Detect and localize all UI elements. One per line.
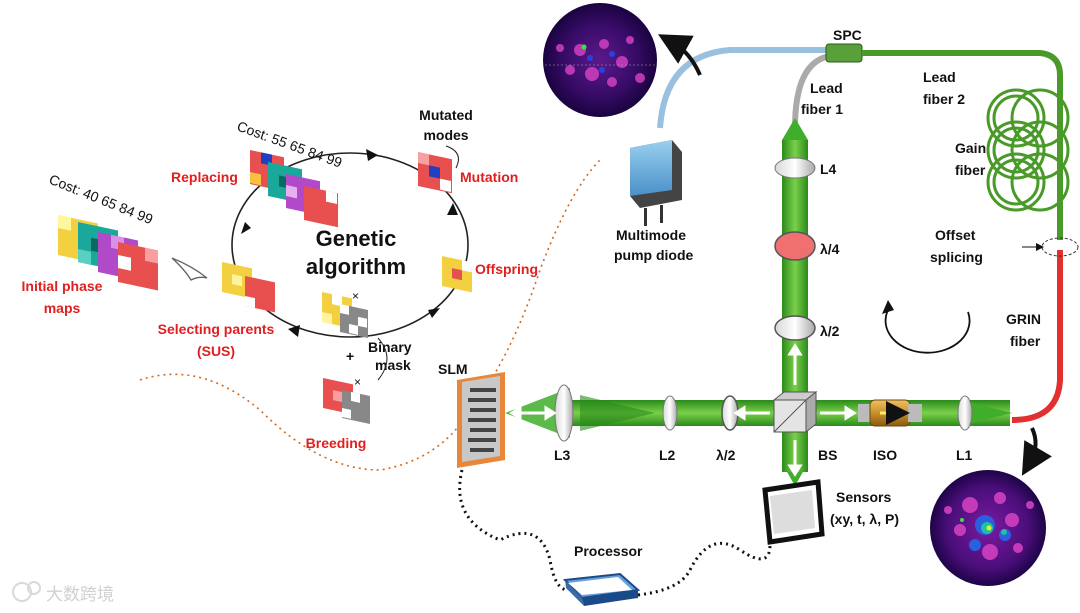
initial-phase-maps-mosaic — [58, 215, 158, 291]
cycle-arrow-right — [447, 203, 458, 215]
output-beam-profile-bottom — [930, 470, 1046, 586]
binary-mask-line2: mask — [375, 357, 411, 373]
half-wave-plate-vertical — [774, 315, 816, 341]
gain-fiber-coils — [986, 88, 1070, 212]
initial-to-selection-arrow — [171, 257, 208, 281]
slm-processor-cable — [458, 469, 569, 592]
slm-label: SLM — [438, 361, 468, 377]
offset-splicing-line2: splicing — [930, 249, 983, 265]
initial-phase-label-line2: maps — [44, 300, 81, 316]
spc-combiner — [825, 43, 863, 63]
beam-from-grin — [960, 400, 1012, 426]
lead-fiber-2-line2: fiber 2 — [923, 91, 965, 107]
ga-cycle-loop — [231, 152, 469, 338]
genetic-algorithm-panel: Genetic algorithm Cost: 40 65 84 99 Init… — [22, 107, 538, 451]
multimode-pump-diode — [630, 140, 682, 226]
offset-splicing-line1: Offset — [935, 227, 976, 243]
binary-mask-mosaic — [322, 292, 368, 338]
optical-setup-panel — [457, 3, 1079, 606]
beam-tip-down — [786, 470, 804, 486]
watermark-text: 大数跨境 — [46, 585, 114, 604]
beam-direction-arrows — [509, 343, 857, 477]
lens-l4 — [774, 157, 816, 179]
iso-label: ISO — [873, 447, 897, 463]
offspring-label: Offspring — [475, 261, 538, 277]
lens-l3 — [554, 384, 574, 442]
beam-tip-up — [782, 118, 808, 140]
half-wave-vertical-label: λ/2 — [820, 323, 840, 339]
breeding-mosaic — [323, 378, 370, 424]
mutated-modes-line1: Mutated — [419, 107, 473, 123]
selecting-parents-mosaic — [222, 262, 275, 313]
output-beam-profile-top — [543, 3, 657, 117]
ga-cycle-arrows — [241, 149, 458, 337]
offset-splice-marker — [1041, 237, 1079, 257]
sensors-line1: Sensors — [836, 489, 891, 505]
profile-bottom-arrow — [1021, 427, 1052, 476]
cycle-arrow-left — [241, 222, 251, 234]
mutation-label: Mutation — [460, 169, 518, 185]
selecting-parents-line2: (SUS) — [197, 343, 235, 359]
grin-fiber-line1: GRIN — [1006, 311, 1041, 327]
initial-phase-label-line1: Initial phase — [22, 278, 103, 294]
processor-unit — [562, 572, 641, 606]
quarter-wave-label: λ/4 — [820, 241, 840, 257]
ga-title-line1: Genetic — [316, 226, 397, 251]
lead-fiber-2 — [862, 50, 1063, 240]
breeding-label: Breeding — [306, 435, 367, 451]
binary-mask-bracket — [377, 337, 388, 381]
lead-fiber-1-line1: Lead — [810, 80, 843, 96]
binary-mask-line1: Binary — [368, 339, 412, 355]
beam-splitter-cube — [772, 390, 818, 434]
mutated-modes-line2: modes — [423, 127, 468, 143]
mutation-mosaic — [418, 152, 452, 194]
watermark: 大数跨境 — [12, 581, 114, 604]
mask-cross-1: × — [352, 289, 359, 303]
cycle-arrow-top — [366, 149, 378, 161]
bs-label: BS — [818, 447, 837, 463]
spc-label: SPC — [833, 27, 862, 43]
beam-converge-l2 — [580, 395, 655, 431]
l3-label: L3 — [554, 447, 571, 463]
l2-label: L2 — [659, 447, 676, 463]
pump-delivery-fiber — [657, 47, 830, 129]
lens-l1 — [957, 395, 973, 431]
replacing-mosaic — [250, 150, 338, 228]
lens-l2 — [662, 395, 678, 431]
vertical-beam — [782, 140, 808, 430]
ga-title-line2: algorithm — [306, 254, 406, 279]
watermark-logo-icon — [12, 582, 32, 602]
replacing-label: Replacing — [171, 169, 238, 185]
cavity-direction-head — [882, 300, 894, 314]
gain-fiber-line2: fiber — [955, 162, 986, 178]
mutated-modes-pointer — [445, 145, 459, 169]
optical-isolator — [858, 399, 922, 427]
selecting-parents-line1: Selecting parents — [158, 321, 275, 337]
grin-fiber-line2: fiber — [1010, 333, 1041, 349]
cycle-arrow-bottom-left — [288, 325, 300, 337]
sensors-camera — [762, 479, 825, 545]
processor-sensors-cable — [637, 541, 772, 597]
gain-fiber-line1: Gain — [955, 140, 986, 156]
l1-label: L1 — [956, 447, 973, 463]
cavity-direction-loop — [884, 309, 971, 354]
multimode-line1: Multimode — [616, 227, 686, 243]
plus-sign: + — [346, 348, 354, 364]
cycle-arrow-bottom-right — [428, 308, 440, 318]
lead-fiber-1-line2: fiber 1 — [801, 101, 843, 117]
quarter-wave-plate — [774, 231, 816, 261]
sensors-line2: (xy, t, λ, P) — [830, 511, 899, 527]
lead-fiber-1 — [792, 53, 831, 129]
spatial-light-modulator — [457, 372, 505, 468]
mask-cross-2: × — [354, 375, 361, 389]
half-wave-horizontal-label: λ/2 — [716, 447, 736, 463]
lead-fiber-2-line1: Lead — [923, 69, 956, 85]
l4-label: L4 — [820, 161, 837, 177]
offspring-mosaic — [442, 256, 472, 293]
profile-top-arrow — [658, 34, 702, 76]
multimode-line2: pump diode — [614, 247, 694, 263]
processor-label: Processor — [574, 543, 643, 559]
grin-fiber — [1011, 250, 1063, 423]
